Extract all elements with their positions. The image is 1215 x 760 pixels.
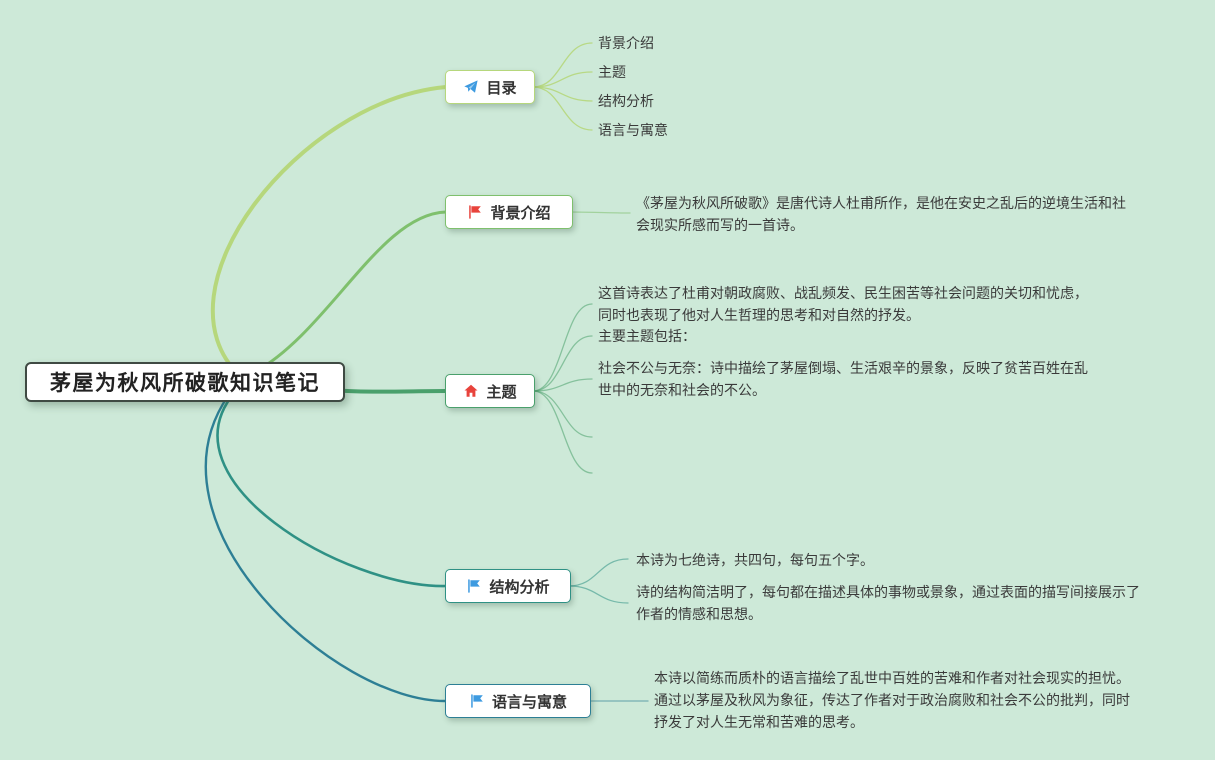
child-topic[interactable]: 本诗以简练而质朴的语言描绘了乱世中百姓的苦难和作者对社会现实的担忧。通过以茅屋及… — [654, 670, 1130, 730]
child-curve — [532, 390, 593, 438]
child-topic[interactable]: 社会不公与无奈：诗中描绘了茅屋倒塌、生活艰辛的景象，反映了贫苦百姓在乱世中的无奈… — [598, 360, 1088, 398]
branch-node-language[interactable]: 语言与寓意 — [445, 684, 591, 718]
root-node[interactable]: 茅屋为秋风所破歌知识笔记 — [25, 362, 345, 402]
flag-icon — [468, 579, 481, 593]
branch-curve-theme — [328, 388, 448, 394]
child-topic[interactable]: 语言与寓意 — [598, 122, 668, 138]
child-topic[interactable]: 结构分析 — [598, 93, 654, 109]
branch-node-structure[interactable]: 结构分析 — [445, 569, 571, 603]
child-topic[interactable]: 本诗为七绝诗，共四句，每句五个字。 — [636, 552, 874, 568]
branch-label: 主题 — [486, 383, 517, 401]
home-icon — [464, 384, 478, 397]
child-curve — [532, 303, 593, 392]
branch-node-toc[interactable]: 目录 — [445, 70, 535, 104]
branch-curve-language — [204, 394, 448, 703]
child-curve — [532, 86, 593, 131]
branch-curve-background — [253, 210, 448, 374]
branch-curve-toc — [210, 85, 448, 378]
branch-label: 结构分析 — [489, 578, 550, 596]
child-curve — [570, 211, 631, 214]
child-curve — [532, 335, 593, 392]
paper-plane-icon — [464, 80, 479, 93]
branch-label: 语言与寓意 — [491, 693, 567, 711]
child-curve — [532, 390, 593, 474]
child-topic[interactable]: 主要主题包括： — [598, 328, 696, 344]
child-topic[interactable]: 这首诗表达了杜甫对朝政腐败、战乱频发、民生困苦等社会问题的关切和忧虑，同时也表现… — [598, 285, 1088, 323]
child-curve — [532, 86, 593, 102]
flag-icon — [469, 205, 482, 219]
child-topic[interactable]: 背景介绍 — [598, 35, 654, 51]
child-curve — [532, 42, 593, 88]
child-curve — [568, 585, 629, 604]
child-topic[interactable]: 诗的结构简洁明了，每句都在描述具体的事物或景象，通过表面的描写间接展示了作者的情… — [636, 584, 1140, 622]
branch-node-theme[interactable]: 主题 — [445, 374, 535, 408]
child-topic[interactable]: 《茅屋为秋风所破歌》是唐代诗人杜甫所作，是他在安史之乱后的逆境生活和社会现实所感… — [636, 195, 1126, 233]
branch-label: 目录 — [486, 79, 517, 97]
child-curve — [568, 558, 629, 587]
flag-icon — [471, 694, 483, 708]
branch-curve-structure — [216, 390, 448, 588]
branch-label: 背景介绍 — [490, 204, 551, 222]
child-topic[interactable]: 主题 — [598, 64, 626, 80]
root-label: 茅屋为秋风所破歌知识笔记 — [50, 372, 320, 395]
branch-node-background[interactable]: 背景介绍 — [445, 195, 573, 229]
child-curve — [532, 378, 593, 392]
child-curve — [532, 71, 593, 88]
